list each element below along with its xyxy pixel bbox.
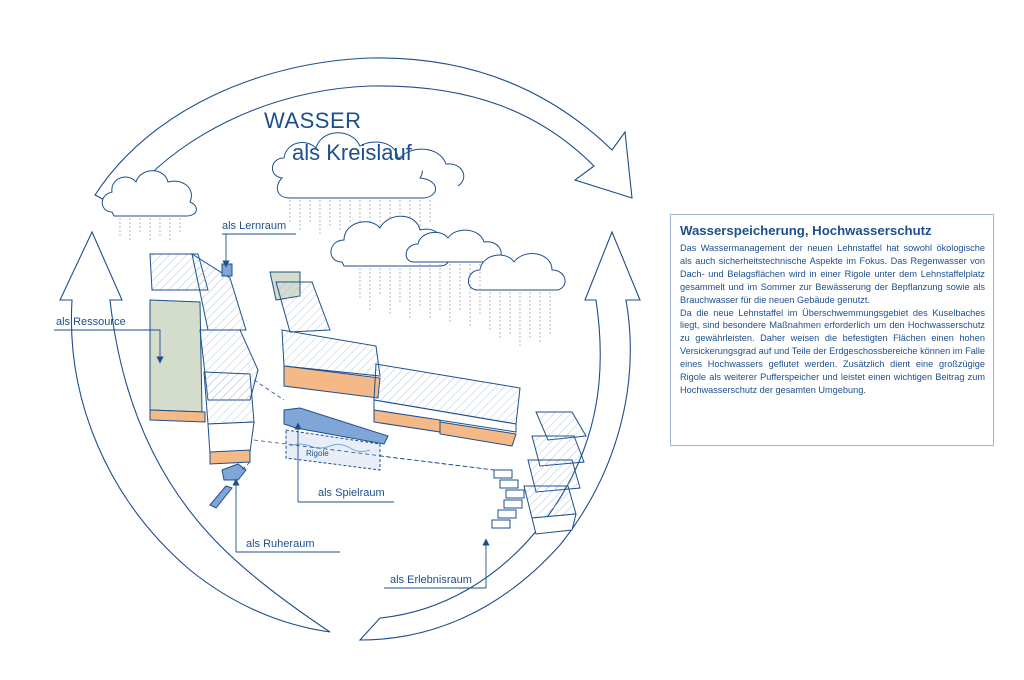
cycle-arrow-top	[94, 57, 633, 209]
textbox-paragraph-2: Da die neue Lehnstaffel im Überschwemmun…	[680, 307, 985, 395]
roof-right-1	[535, 411, 587, 441]
orange-base-left-2	[209, 449, 251, 465]
cloud-left	[101, 170, 197, 242]
building-right	[491, 411, 587, 535]
water-flow	[283, 407, 389, 445]
roof-left-2	[191, 252, 247, 331]
diagram-subtitle: als Kreislauf	[292, 140, 412, 165]
building-center	[269, 271, 521, 447]
green-area	[149, 299, 203, 413]
roof-left-4	[203, 371, 255, 425]
cycle-arrows	[59, 57, 641, 641]
wall-right	[531, 513, 577, 535]
orange-center-3	[439, 421, 517, 447]
water-small	[221, 263, 233, 277]
stairs-right	[491, 469, 525, 529]
label-lernraum: als Lernraum	[222, 220, 287, 232]
diagram-title: WASSER	[264, 108, 362, 133]
cloud-middle	[330, 215, 566, 346]
roof-right-3	[527, 459, 581, 493]
roof-right-2	[531, 435, 585, 467]
leader-ressource	[54, 329, 164, 364]
label-ressource: als Ressource	[56, 316, 126, 328]
pond	[221, 463, 247, 481]
roof-right-4	[523, 485, 577, 519]
label-spielraum: als Spielraum	[318, 487, 385, 499]
cloud-top	[272, 132, 465, 236]
rigole-waves	[289, 443, 371, 453]
rigole-label: Rigole	[306, 449, 329, 458]
orange-base-left	[149, 409, 206, 423]
wall-left	[207, 421, 255, 455]
cycle-arrow-left	[59, 230, 331, 633]
textbox-paragraph-1: Das Wassermanagement der neuen Lehnstaff…	[680, 243, 985, 305]
wall-center-3	[373, 399, 517, 433]
roof-center-1	[275, 281, 331, 333]
water-outflow	[209, 485, 233, 509]
dashed-lines	[239, 379, 495, 473]
cycle-arrow-right	[358, 230, 641, 641]
textbox-heading: Wasserspeicherung, Hochwasserschutz	[680, 223, 932, 238]
info-textbox: Wasserspeicherung, Hochwasserschutz Das …	[670, 214, 994, 446]
leader-lines	[54, 233, 490, 589]
building-left	[149, 252, 259, 465]
label-erlebnisraum: als Erlebnisraum	[390, 574, 472, 586]
clouds	[101, 132, 566, 346]
label-ruheraum: als Ruheraum	[246, 538, 315, 550]
